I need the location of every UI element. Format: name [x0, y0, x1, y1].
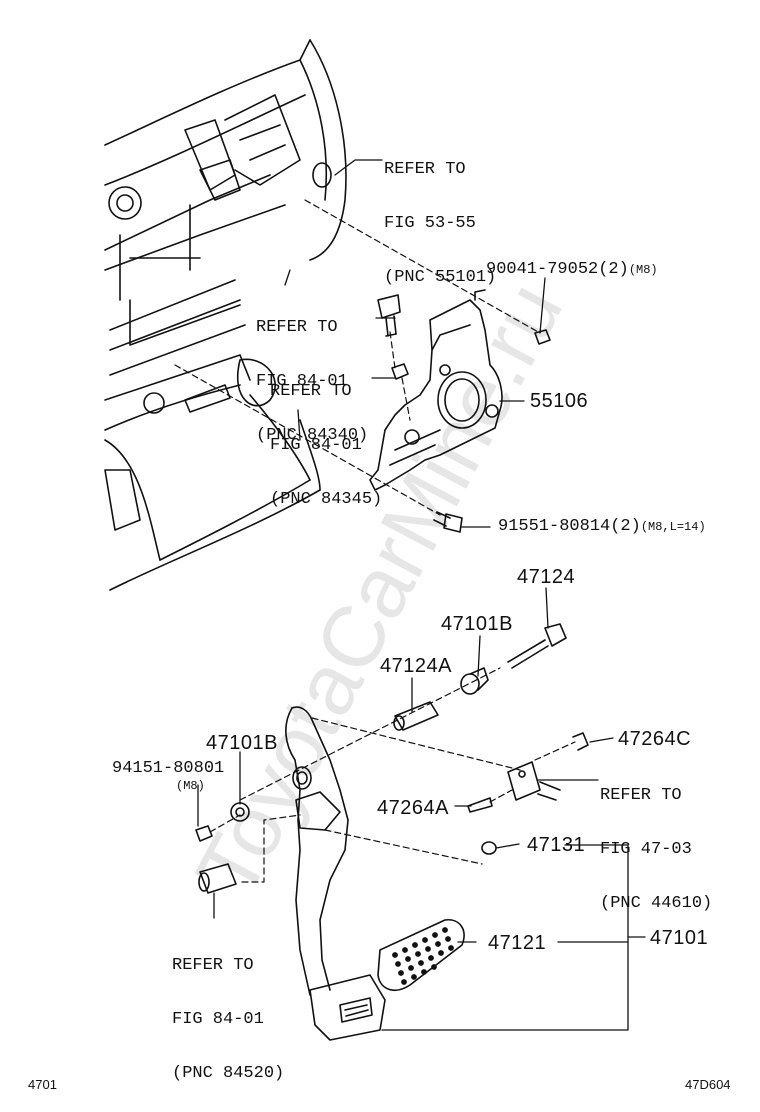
bolt-91551-illustration — [433, 511, 463, 533]
brake-pedal-illustration — [285, 706, 386, 1041]
part-number: 91551-80814(2) — [498, 517, 641, 536]
part-label-47131: 47131 — [527, 834, 586, 856]
footer-illustration-code: 47D604 — [685, 1077, 731, 1092]
part-label-94151: 94151-80801 — [112, 759, 225, 778]
part-spec: (M8,L=14) — [640, 520, 706, 534]
part-label-47124: 47124 — [517, 566, 576, 588]
part-label-47101B-lower: 47101B — [206, 732, 278, 754]
part-label-91551: 91551-80814(2)(M8,L=14) — [498, 518, 706, 535]
part-label-47101: 47101 — [650, 927, 709, 949]
reference-line: FIG 84-01 — [270, 436, 362, 455]
reference-line: REFER TO — [600, 786, 682, 805]
reference-line: FIG 84-01 — [256, 372, 348, 391]
reference-line: FIG 53-55 — [384, 214, 476, 233]
part-label-47264A: 47264A — [377, 797, 449, 819]
reference-line: REFER TO — [256, 318, 338, 337]
reference-fig-53-55: REFER TO FIG 53-55 (PNC 55101) — [384, 126, 496, 305]
reference-fig-84-01-pnc-84345: REFER TO FIG 84-01 (PNC 84345) — [270, 348, 382, 527]
switch-84520-illustration — [198, 863, 237, 894]
reference-line: (PNC 84340) — [256, 426, 369, 445]
stopper-47131-illustration — [481, 841, 497, 855]
leader-lines — [197, 159, 646, 1031]
part-label-47124A: 47124A — [380, 655, 452, 677]
part-number: 90041-79052(2) — [486, 260, 629, 279]
nut-94151-illustration — [195, 825, 213, 842]
reference-line: (PNC 55101) — [384, 268, 497, 287]
dash-panel-illustration — [104, 39, 347, 591]
pin-47264A-illustration — [467, 797, 493, 813]
part-spec-94151: (M8) — [176, 779, 205, 793]
part-spec: (M8) — [628, 263, 658, 277]
pedal-pad-47121-illustration — [377, 919, 465, 991]
reference-fig-84-01-pnc-84340: REFER TO FIG 84-01 (PNC 84340) — [256, 284, 368, 463]
reference-line: (PNC 84345) — [270, 490, 383, 509]
part-label-47101B-upper: 47101B — [441, 613, 513, 635]
reference-line: REFER TO — [172, 956, 254, 975]
reference-line: FIG 84-01 — [172, 1010, 264, 1029]
reference-fig-84-01-pnc-84520: REFER TO FIG 84-01 (PNC 84520) — [172, 922, 284, 1101]
nut-84345-illustration — [391, 363, 409, 380]
bushing-47101B-lower-illustration — [230, 802, 250, 822]
bracket-55106-illustration — [369, 289, 503, 491]
dashed-assembly-lines — [174, 199, 576, 883]
part-label-90041: 90041-79052(2)(M8) — [486, 261, 658, 278]
bolt-47124-illustration — [507, 623, 567, 669]
nut-90041-illustration — [534, 329, 551, 345]
bushing-47101B-illustration — [460, 667, 489, 695]
reference-line: FIG 47-03 — [600, 840, 692, 859]
part-label-47121: 47121 — [488, 932, 547, 954]
reference-line: (PNC 84520) — [172, 1064, 285, 1083]
clip-47264C-illustration — [572, 732, 589, 751]
footer-figure-number: 4701 — [28, 1077, 57, 1092]
collar-47124A-illustration — [393, 701, 439, 731]
reference-line: REFER TO — [270, 382, 352, 401]
reference-line: REFER TO — [384, 160, 466, 179]
clevis-44610-illustration — [507, 761, 561, 801]
part-label-55106: 55106 — [530, 390, 589, 412]
part-label-47264C: 47264C — [618, 728, 692, 750]
reference-line: (PNC 44610) — [600, 894, 713, 913]
reference-fig-47-03: REFER TO FIG 47-03 (PNC 44610) — [600, 752, 712, 931]
